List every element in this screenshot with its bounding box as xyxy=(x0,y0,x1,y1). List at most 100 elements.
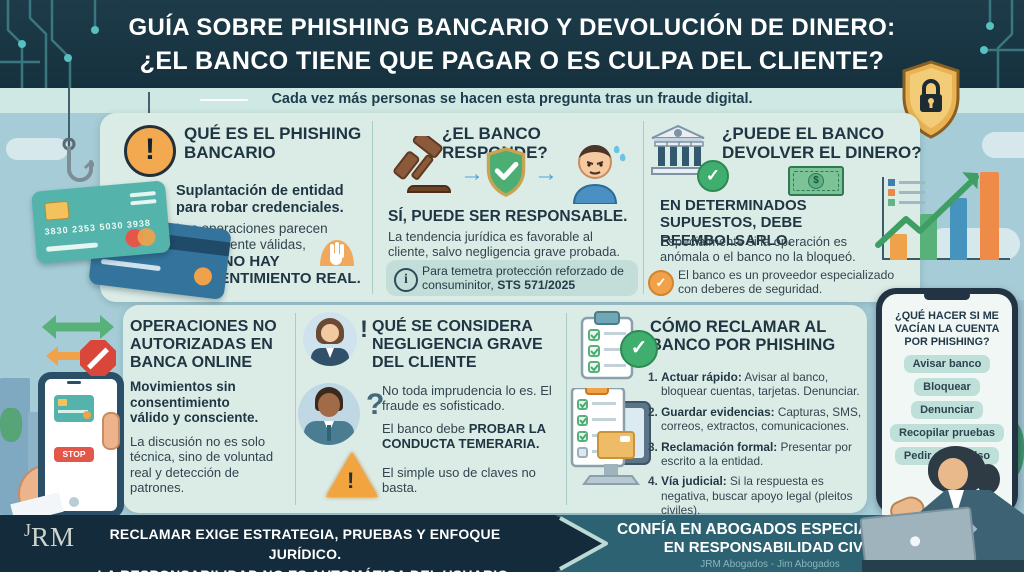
step-text: Avisar al banco, bloquear cuentas, tarje… xyxy=(661,370,860,399)
thumb xyxy=(102,412,120,450)
shield-lock-icon xyxy=(902,60,960,139)
button-bloquear[interactable]: Bloquear xyxy=(914,377,980,396)
stop-button: STOP xyxy=(54,447,94,462)
card-devolver-note: El banco es un proveedor especializado c… xyxy=(678,268,895,297)
chart-bar xyxy=(950,198,967,260)
lawyer-illustration xyxy=(859,438,1024,572)
divider xyxy=(295,313,296,505)
fishing-line xyxy=(68,52,70,152)
monitor-checklist-icon xyxy=(570,388,651,485)
step-text: Capturas, SMS, correos, extractos, comun… xyxy=(661,404,862,434)
subtitle-text: Cada vez más personas se hacen esta preg… xyxy=(271,91,753,107)
alert-icon: ! xyxy=(124,125,176,177)
shield-check-icon xyxy=(486,147,526,197)
phone-notch xyxy=(924,291,970,300)
fishing-hook-icon xyxy=(62,138,94,183)
step-number: 2. xyxy=(648,404,658,419)
step-lead: Actuar rápido: xyxy=(661,370,742,384)
button-recopilar-pruebas[interactable]: Recopilar pruebas xyxy=(890,423,1004,442)
card-devolver-body: Especialmente si la operación es anómala… xyxy=(660,234,856,265)
chart-bar xyxy=(890,234,907,260)
desk xyxy=(862,560,1024,572)
info-note: i Para temetra protección reforzado de c… xyxy=(386,260,638,296)
cloud xyxy=(928,228,1020,260)
list-item: 1. Actuar rápido: Avisar al banco, bloqu… xyxy=(648,370,870,399)
footer-left-text: RECLAMAR EXIGE ESTRATEGIA, PRUEBAS Y ENF… xyxy=(90,524,520,572)
hand-holding-phone: STOP xyxy=(10,372,138,534)
mastercard-icon xyxy=(136,227,157,247)
step-lead: Reclamación formal: xyxy=(661,439,778,454)
step-lead: Vía judicial: xyxy=(661,474,727,489)
step-number: 1. xyxy=(648,370,658,384)
step-lead: Guardar evidencias: xyxy=(661,404,775,419)
footer-right-line1: CONFÍA EN ABOGADOS ESPECIALISTAS xyxy=(616,521,923,538)
phone-panel-title: ¿QUÉ HACER SI ME VACÍAN LA CUENTA POR PH… xyxy=(894,310,1000,348)
tree xyxy=(0,408,22,442)
clipboard-icon xyxy=(580,311,634,380)
info-icon: i xyxy=(394,268,418,292)
reclamar-steps-list: 1. Actuar rápido: Avisar al banco, bloqu… xyxy=(648,370,870,518)
card-phishing-lead: Suplantación de entidad para robar crede… xyxy=(176,183,344,216)
divider xyxy=(372,121,373,294)
footer-banner: JRM RECLAMAR EXIGE ESTRATEGIA, PRUEBAS Y… xyxy=(0,515,1024,572)
no-entry-icon xyxy=(80,340,116,376)
button-avisar-banco[interactable]: Avisar banco xyxy=(903,354,991,373)
divider xyxy=(643,121,644,294)
decorative-line xyxy=(200,99,248,101)
note-text: Para temetra protección reforzado de con… xyxy=(422,264,624,293)
card-title-phishing: QUÉ ES EL PHISHING BANCARIO xyxy=(184,124,362,163)
step-number: 3. xyxy=(648,439,658,454)
card-devolver-lead: EN DETERMINADOS SUPUESTOS, DEBE REEMBOLS… xyxy=(660,197,807,249)
divider xyxy=(566,313,567,505)
button-denunciar[interactable]: Denunciar xyxy=(911,400,983,419)
card-title-reclamar: CÓMO RECLAMAR AL BANCO POR PHISHING xyxy=(650,318,836,355)
poster-title-line1: GUÍA SOBRE PHISHING BANCARIO Y DEVOLUCIÓ… xyxy=(128,14,896,41)
chevron-divider xyxy=(559,516,608,571)
circuit-decoration-icon xyxy=(980,0,1024,88)
logo-letters-rm: RM xyxy=(31,522,76,552)
mini-card xyxy=(54,395,94,422)
list-item: 4. Vía judicial: Si la respuesta es nega… xyxy=(648,474,870,517)
footer-right-line2: EN RESPONSABILIDAD CIVIL xyxy=(663,539,877,556)
card-negligencia-p3: El simple uso de claves no basta. xyxy=(382,465,536,496)
list-item: 2. Guardar evidencias: Capturas, SMS, co… xyxy=(648,405,870,434)
cloud xyxy=(982,132,1024,158)
step-text: Si la respuesta es negativa, buscar apoy… xyxy=(661,474,853,518)
bank-icon xyxy=(651,124,705,175)
card-title-operaciones: OPERACIONES NO AUTORIZADAS EN BANCA ONLI… xyxy=(130,318,277,371)
bottom-row-panel xyxy=(123,305,867,513)
card-responde-body: La tendencia jurídica es favorable al cl… xyxy=(388,229,620,260)
arrow-right-icon: → xyxy=(460,160,484,187)
pendant-line xyxy=(148,92,150,128)
man-avatar xyxy=(298,383,360,445)
note-ruling: STS 571/2025 xyxy=(497,278,576,293)
card-negligencia-p1: No toda imprudencia lo es. El fraude es … xyxy=(382,383,552,414)
chart-bar xyxy=(980,172,999,260)
footer-left-section xyxy=(0,515,605,572)
legend xyxy=(888,179,925,206)
footer-credit: JRM Abogados - Jim Abogados xyxy=(700,559,840,570)
gavel-icon xyxy=(393,136,452,193)
trend-arrow-icon xyxy=(875,172,979,248)
header-banner: GUÍA SOBRE PHISHING BANCARIO Y DEVOLUCIÓ… xyxy=(0,0,1024,88)
subtitle-strip: Cada vez más personas se hacen esta preg… xyxy=(0,88,1024,113)
p2-bold: PROBAR LA CONDUCTA TEMERARIA. xyxy=(382,421,546,452)
cloud xyxy=(6,138,68,160)
card-title-negligencia: QUÉ SE CONSIDERA NEGLIGENCIA GRAVE DEL C… xyxy=(372,318,543,371)
card-operaciones-body: La discusión no es solo técnica, sino de… xyxy=(130,434,274,495)
woman-avatar xyxy=(303,312,357,366)
growth-chart-icon xyxy=(858,163,1018,268)
circuit-decoration-icon xyxy=(0,0,99,88)
card-operaciones-lead: Movimientos sin consentimiento válido y … xyxy=(130,379,259,426)
exclamation-mark: ! xyxy=(360,316,368,343)
check-icon: ✓ xyxy=(697,160,729,192)
footer-left-line1: RECLAMAR EXIGE ESTRATEGIA, PRUEBAS Y ENF… xyxy=(109,526,501,563)
footer-right-text: CONFÍA EN ABOGADOS ESPECIALISTAS EN RESP… xyxy=(600,521,940,570)
card-responde-lead: SÍ, PUEDE SER RESPONSABLE. xyxy=(388,208,628,225)
step-text: Presentar por escrito a la entidad. xyxy=(661,439,852,468)
check-icon: ✓ xyxy=(620,330,658,368)
step-number: 4. xyxy=(648,474,658,489)
double-arrow-icon xyxy=(42,315,114,339)
question-mark: ? xyxy=(366,388,385,421)
